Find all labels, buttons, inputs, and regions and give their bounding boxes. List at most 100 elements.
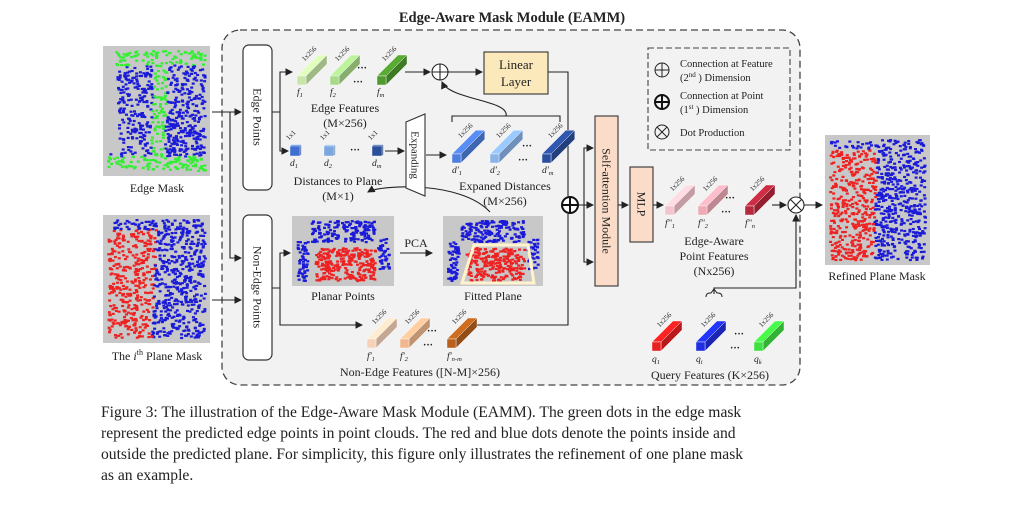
point	[172, 74, 176, 77]
point	[181, 318, 185, 321]
point	[201, 88, 205, 91]
point	[345, 271, 349, 274]
point	[162, 69, 166, 72]
point	[502, 260, 506, 263]
point	[921, 257, 924, 260]
point	[108, 292, 112, 295]
point	[189, 279, 193, 282]
point	[143, 115, 147, 119]
point	[882, 154, 886, 157]
point	[878, 250, 882, 253]
point	[501, 269, 505, 272]
point	[501, 250, 505, 253]
point	[467, 234, 471, 237]
point	[190, 50, 194, 53]
point	[159, 310, 163, 313]
point	[196, 336, 200, 339]
point	[866, 188, 870, 192]
point	[509, 268, 513, 271]
point	[863, 205, 866, 208]
point	[311, 231, 315, 234]
point	[830, 179, 834, 182]
point	[150, 116, 154, 119]
point	[477, 230, 481, 233]
point	[475, 259, 479, 262]
point	[319, 236, 323, 239]
point	[131, 123, 135, 126]
point	[357, 256, 361, 259]
point	[906, 173, 910, 176]
point	[499, 225, 503, 228]
point	[172, 285, 176, 288]
point	[133, 256, 137, 259]
point	[879, 197, 883, 200]
point	[474, 248, 477, 251]
point	[154, 222, 158, 225]
point	[299, 258, 302, 261]
point	[447, 270, 450, 273]
point	[139, 131, 143, 135]
point	[140, 252, 144, 255]
point	[501, 278, 505, 281]
point	[485, 264, 489, 268]
point	[125, 63, 129, 66]
point	[882, 158, 886, 161]
point	[145, 265, 149, 268]
point	[142, 89, 146, 92]
point	[475, 263, 479, 266]
point	[472, 238, 476, 241]
point	[197, 331, 201, 334]
point	[175, 258, 179, 261]
point	[894, 178, 897, 181]
point	[515, 262, 519, 265]
point	[898, 171, 902, 174]
point	[185, 102, 189, 105]
point	[175, 303, 179, 306]
point	[120, 152, 124, 155]
point	[147, 165, 151, 168]
point	[175, 143, 179, 146]
point	[145, 101, 149, 104]
point	[349, 239, 353, 242]
point	[358, 255, 362, 258]
point	[365, 249, 369, 252]
point	[501, 239, 505, 242]
point	[916, 141, 920, 145]
point	[487, 254, 491, 257]
point	[156, 285, 160, 288]
point	[148, 270, 151, 274]
point	[851, 206, 855, 209]
point	[886, 242, 889, 245]
point	[194, 298, 198, 301]
point	[179, 140, 183, 143]
point	[153, 127, 157, 130]
point	[491, 267, 495, 270]
point	[190, 128, 194, 131]
point	[177, 255, 181, 258]
point	[349, 263, 353, 266]
point	[913, 187, 917, 190]
point	[120, 88, 123, 92]
point	[186, 100, 190, 103]
point	[174, 160, 178, 164]
point	[836, 210, 840, 213]
point	[336, 234, 339, 237]
point	[469, 279, 473, 282]
point	[454, 272, 458, 275]
point	[175, 275, 179, 279]
point	[480, 220, 484, 223]
point	[125, 280, 129, 283]
point	[511, 258, 515, 261]
point	[135, 290, 139, 294]
point	[880, 205, 884, 208]
point	[505, 261, 509, 264]
point	[893, 204, 897, 207]
point	[847, 251, 851, 254]
point	[474, 254, 478, 257]
point	[356, 271, 360, 274]
point	[853, 245, 857, 248]
point	[840, 168, 844, 171]
point	[906, 199, 910, 202]
point	[175, 138, 179, 141]
